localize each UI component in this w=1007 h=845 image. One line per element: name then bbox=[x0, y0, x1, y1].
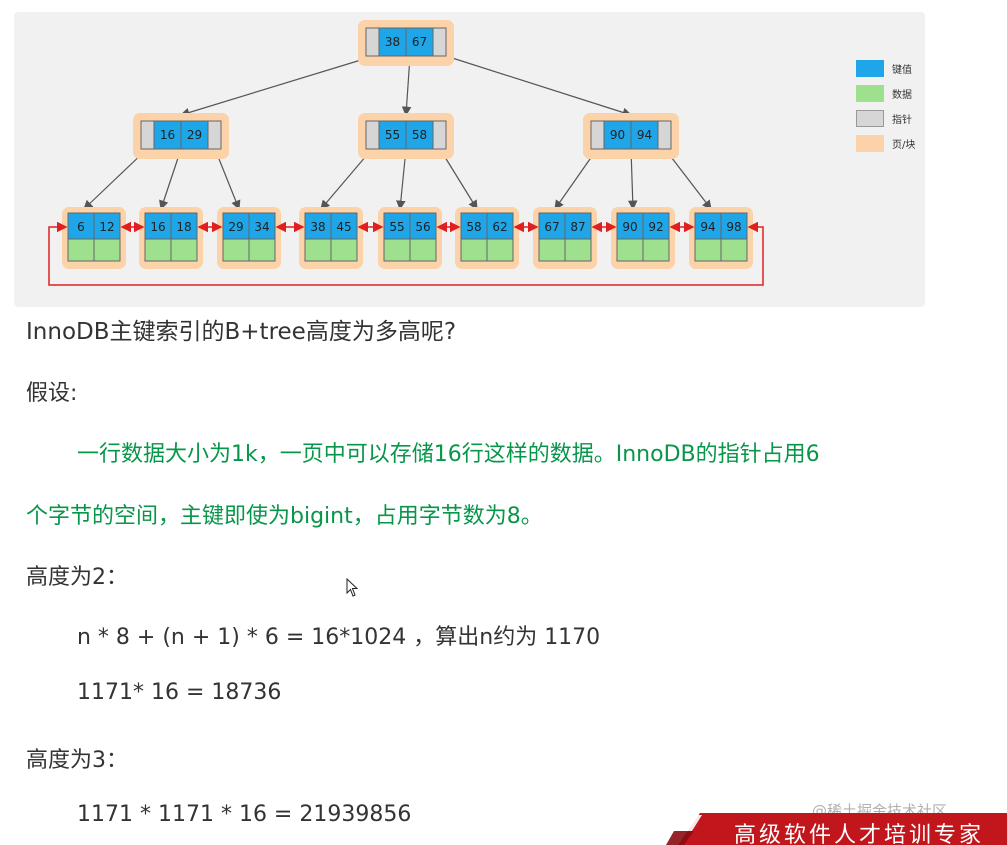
assumption-label: 假设: bbox=[26, 381, 78, 406]
assumption-line-2: 个字节的空间，主键即使为bigint，占用字节数为8。 bbox=[26, 504, 543, 529]
key-value: 94 bbox=[637, 128, 652, 142]
data-cell bbox=[720, 238, 748, 262]
key-cell bbox=[603, 120, 632, 150]
key-value: 94 bbox=[700, 220, 715, 234]
key-value: 56 bbox=[415, 220, 430, 234]
key-value: 92 bbox=[648, 220, 663, 234]
formula-node-count: n * 8 + (n + 1) * 6 = 16*1024 ，算出n约为 117… bbox=[77, 625, 601, 650]
legend-swatch bbox=[856, 60, 884, 77]
pointer-cell bbox=[140, 120, 155, 150]
legend-label: 页/块 bbox=[892, 140, 916, 151]
tree-edge bbox=[83, 148, 148, 210]
legend: 键值数据指针页/块 bbox=[856, 56, 915, 156]
key-cell bbox=[153, 120, 182, 150]
key-value: 55 bbox=[385, 128, 400, 142]
key-value: 29 bbox=[187, 128, 202, 142]
key-value: 34 bbox=[254, 220, 269, 234]
key-cell bbox=[180, 120, 209, 150]
key-cell bbox=[378, 120, 407, 150]
data-cell bbox=[616, 238, 644, 262]
key-value: 58 bbox=[412, 128, 427, 142]
promo-banner: 高级软件人才培训专家 bbox=[666, 813, 1007, 845]
key-value: 87 bbox=[570, 220, 585, 234]
legend-label: 数据 bbox=[892, 90, 912, 101]
leaf-link-loop bbox=[48, 221, 764, 286]
height-2-label: 高度为2： bbox=[26, 565, 128, 590]
data-cell bbox=[67, 238, 95, 262]
data-cell bbox=[93, 238, 121, 262]
key-value: 67 bbox=[412, 35, 427, 49]
key-value: 58 bbox=[466, 220, 481, 234]
data-cell bbox=[222, 238, 250, 262]
legend-swatch bbox=[856, 110, 884, 127]
tree-edge bbox=[445, 55, 633, 118]
data-cell bbox=[144, 238, 172, 262]
tree-edge bbox=[664, 148, 712, 210]
key-value: 67 bbox=[544, 220, 559, 234]
key-value: 98 bbox=[726, 220, 741, 234]
key-value: 90 bbox=[622, 220, 637, 234]
legend-item: 页/块 bbox=[856, 131, 915, 156]
page-heading: InnoDB主键索引的B+tree高度为多高呢? bbox=[26, 319, 457, 345]
assumption-line-1: 一行数据大小为1k，一页中可以存储16行这样的数据。InnoDB的指针占用6 bbox=[77, 442, 820, 467]
data-cell bbox=[170, 238, 198, 262]
key-value: 90 bbox=[610, 128, 625, 142]
pointer-cell bbox=[432, 27, 447, 57]
key-value: 55 bbox=[389, 220, 404, 234]
data-cell bbox=[694, 238, 722, 262]
key-value: 45 bbox=[336, 220, 351, 234]
legend-label: 指针 bbox=[892, 115, 912, 126]
legend-label: 键值 bbox=[892, 65, 912, 76]
data-cell bbox=[642, 238, 670, 262]
data-cell bbox=[486, 238, 514, 262]
key-value: 29 bbox=[228, 220, 243, 234]
data-cell bbox=[564, 238, 592, 262]
key-cell bbox=[405, 120, 434, 150]
key-value: 18 bbox=[176, 220, 191, 234]
key-cell bbox=[405, 27, 434, 57]
tree-edge bbox=[320, 148, 373, 210]
key-value: 12 bbox=[99, 220, 114, 234]
btree-diagram: 38 67 16 29 55 58 90 94 6 12 16 18 29 34 38 45 55 56 58 62 6… bbox=[48, 20, 764, 286]
tree-edge bbox=[179, 55, 375, 118]
data-cell bbox=[538, 238, 566, 262]
key-value: 16 bbox=[160, 128, 175, 142]
formula-height-2: 1171* 16 = 18736 bbox=[77, 680, 282, 705]
key-value: 6 bbox=[77, 220, 85, 234]
data-cell bbox=[383, 238, 411, 262]
legend-swatch bbox=[856, 135, 884, 152]
key-value: 62 bbox=[492, 220, 507, 234]
data-cell bbox=[330, 238, 358, 262]
banner-text: 高级软件人才培训专家 bbox=[734, 823, 985, 845]
pointer-cell bbox=[657, 120, 672, 150]
legend-swatch bbox=[856, 85, 884, 102]
key-value: 38 bbox=[310, 220, 325, 234]
legend-item: 指针 bbox=[856, 106, 915, 131]
data-cell bbox=[460, 238, 488, 262]
data-cell bbox=[248, 238, 276, 262]
data-cell bbox=[304, 238, 332, 262]
mouse-cursor-icon bbox=[346, 578, 358, 597]
pointer-cell bbox=[207, 120, 222, 150]
key-cell bbox=[378, 27, 407, 57]
pointer-cell bbox=[590, 120, 605, 150]
legend-item: 数据 bbox=[856, 81, 915, 106]
key-value: 38 bbox=[385, 35, 400, 49]
pointer-cell bbox=[365, 120, 380, 150]
pointer-cell bbox=[365, 27, 380, 57]
height-3-label: 高度为3： bbox=[26, 748, 128, 773]
legend-item: 键值 bbox=[856, 56, 915, 81]
formula-height-3: 1171 * 1171 * 16 = 21939856 bbox=[77, 802, 412, 827]
btree-diagram-panel: 38 67 16 29 55 58 90 94 6 12 16 18 29 34 38 45 55 56 58 62 6… bbox=[14, 12, 925, 307]
key-value: 16 bbox=[150, 220, 165, 234]
data-cell bbox=[409, 238, 437, 262]
pointer-cell bbox=[432, 120, 447, 150]
